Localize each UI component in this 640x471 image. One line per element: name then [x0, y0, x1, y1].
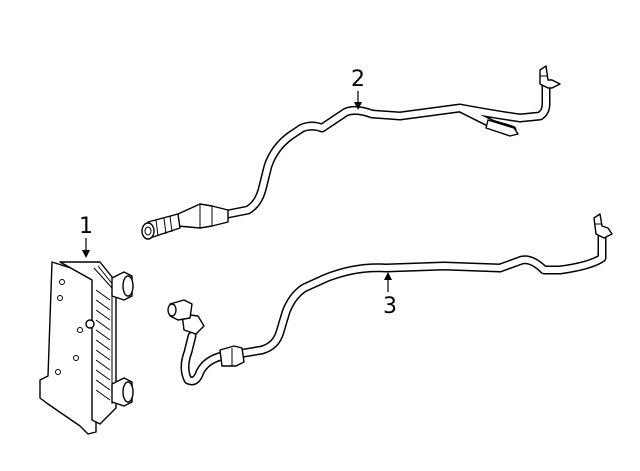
callout-1: 1	[79, 214, 93, 258]
cooler-line-lower	[167, 213, 613, 386]
callout-1-label: 1	[79, 214, 93, 239]
callout-3-label: 3	[383, 294, 397, 319]
callout-2-label: 2	[351, 67, 365, 92]
callout-3: 3	[383, 272, 397, 319]
oil-cooler	[39, 261, 134, 435]
callout-2: 2	[351, 67, 365, 110]
cooler-line-upper	[141, 65, 561, 240]
